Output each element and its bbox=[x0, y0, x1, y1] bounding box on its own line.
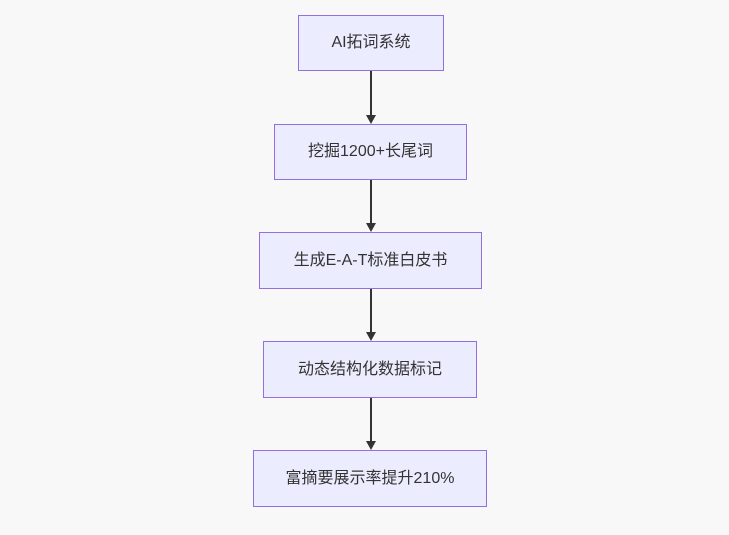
flow-node-label: 挖掘1200+长尾词 bbox=[308, 143, 433, 160]
arrowhead-down-icon bbox=[365, 441, 376, 450]
arrowhead-down-icon bbox=[365, 332, 376, 341]
flow-connector-2 bbox=[365, 180, 376, 232]
arrowhead-down-icon bbox=[365, 223, 376, 232]
flow-node-longtail-mining: 挖掘1200+长尾词 bbox=[274, 124, 467, 180]
flow-node-rich-snippet-result: 富摘要展示率提升210% bbox=[253, 450, 487, 507]
arrow-line bbox=[369, 398, 372, 443]
flow-node-label: AI拓词系统 bbox=[331, 34, 411, 51]
flow-node-label: 富摘要展示率提升210% bbox=[285, 469, 455, 487]
arrowhead-down-icon bbox=[365, 115, 376, 124]
flow-connector-4 bbox=[365, 398, 376, 450]
arrow-line bbox=[369, 289, 372, 334]
arrow-line bbox=[369, 71, 372, 117]
flow-connector-3 bbox=[365, 289, 376, 341]
arrow-line bbox=[369, 180, 372, 225]
flow-node-ai-word-expansion: AI拓词系统 bbox=[298, 15, 444, 71]
flow-node-label: 生成E-A-T标准白皮书 bbox=[293, 251, 448, 269]
flow-node-label: 动态结构化数据标记 bbox=[297, 360, 442, 378]
flow-node-structured-data-markup: 动态结构化数据标记 bbox=[263, 341, 477, 398]
flow-node-eat-whitepaper: 生成E-A-T标准白皮书 bbox=[259, 232, 482, 289]
flow-connector-1 bbox=[365, 71, 376, 124]
